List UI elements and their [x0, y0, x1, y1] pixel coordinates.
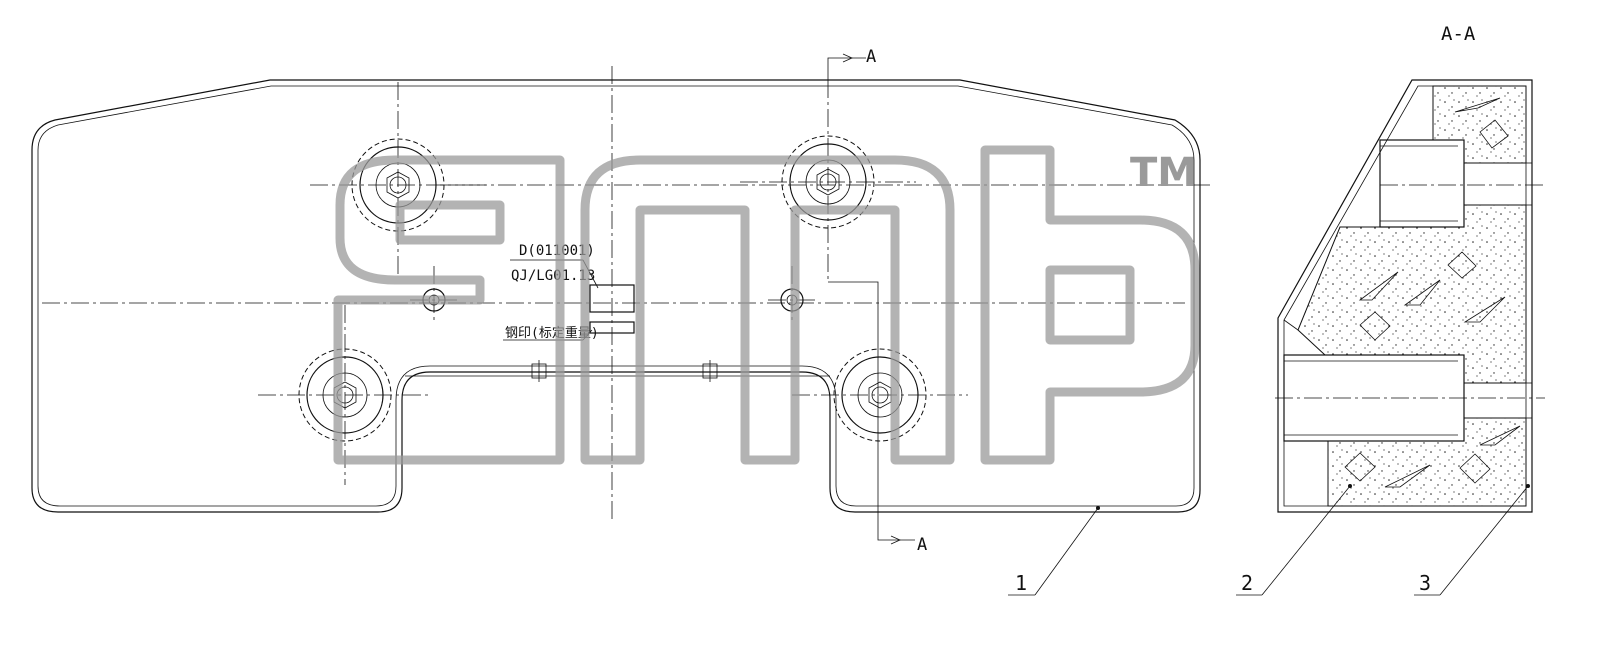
- callout-1-dot: [1096, 506, 1100, 510]
- section-mark-top: A: [866, 47, 876, 67]
- concrete-fill-bottom: [1327, 417, 1527, 507]
- callout-2-number: 2: [1241, 571, 1253, 595]
- bolt-hole-bottom-right: [792, 348, 968, 442]
- bolt-channel-upper: [1463, 162, 1533, 206]
- callout-1-leader: [1034, 507, 1099, 596]
- callout-3-dot: [1526, 484, 1530, 488]
- watermark-tm: TM: [1130, 150, 1197, 196]
- section-cut-jog: [828, 281, 879, 520]
- sleeve-upper: [1379, 139, 1465, 228]
- lower-edge-markers: [531, 360, 718, 382]
- section-view: A-A: [1236, 23, 1545, 596]
- concrete-fill-top: [1432, 85, 1527, 164]
- concrete-fill-middle: [1297, 204, 1527, 384]
- stamp-standard-label: QJ/LG01.13: [511, 268, 595, 284]
- callout-1-number: 1: [1015, 571, 1027, 595]
- counterweight-inner-outline: [37, 85, 1195, 507]
- callout-3-number: 3: [1419, 571, 1431, 595]
- aggregate-symbols: [1344, 97, 1521, 488]
- weight-stamp-box: [589, 321, 635, 334]
- callout-3-leader: [1439, 485, 1529, 596]
- section-title: A-A: [1441, 23, 1476, 45]
- section-outer-shell: [1277, 79, 1533, 513]
- section-cut-bottom-arrow: [890, 535, 901, 545]
- section-cut-top: [827, 57, 866, 80]
- callout-2-dot: [1348, 484, 1352, 488]
- callout-2-leader: [1261, 485, 1351, 596]
- section-plate-line-3: [1283, 319, 1299, 331]
- stamp-note-label: 钢印(标定重量): [505, 325, 599, 341]
- watermark-logo: TM: [333, 145, 1200, 465]
- counterweight-outline: [31, 79, 1201, 513]
- small-hole-left: [410, 266, 458, 322]
- bolt-hole-bottom-left: [258, 305, 432, 485]
- section-mark-bottom: A: [917, 535, 927, 555]
- section-cut-bottom: [877, 520, 915, 541]
- stamp-box: [589, 284, 635, 313]
- section-cut-top-arrow: [842, 53, 853, 63]
- bolt-channel-lower: [1463, 382, 1533, 419]
- front-view: A A: [31, 47, 1210, 596]
- bolt-hole-top-right: [740, 135, 916, 229]
